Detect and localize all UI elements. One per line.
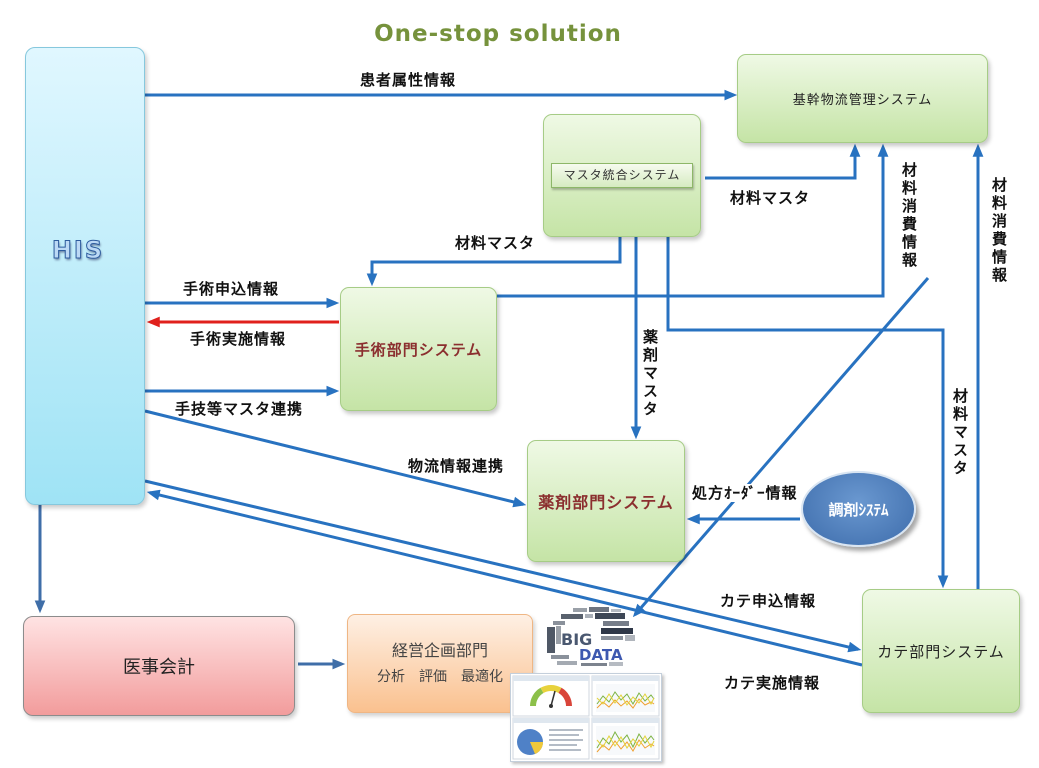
dashboard-thumbnail [510,673,662,762]
pie-slice-yellow [530,742,543,754]
edge-label-shohi-kate: 材料消費情報 [990,177,1008,285]
keiei-kikaku-subtitle: 分析 評価 最適化 [377,668,503,685]
yakuzai-label: 薬剤部門システム [538,493,674,512]
bigdata-word-big: BIG [561,630,592,649]
chouzai-node: 調剤ｼｽﾃﾑ [801,471,916,547]
kate-label: カテ部門システム [877,642,1005,661]
diagram-title: One-stop solution [374,21,622,47]
iji-kaikei-label: 医事会計 [123,657,195,678]
line-series-orange [596,698,655,709]
edge-label-butsuryu: 物流情報連携 [408,457,505,475]
master-tougou-label: マスタ統合システム [551,163,693,188]
arrow-his-to-kate [144,479,862,653]
edge-label-shujutsu-moushikomi: 手術申込情報 [183,280,280,298]
edge-label-zairyo-master-kate: 材料マスタ [951,388,969,478]
edge-label-kate-moushikomi: カテ申込情報 [720,592,817,610]
his-label: HIS [51,236,105,265]
his-node: HIS [25,47,145,505]
pie-panel [512,717,590,760]
edge-label-shohi-shujutsu: 材料消費情報 [900,162,918,270]
arrow-his-to-yakuzai [144,409,527,508]
kikan-butsuryu-label: 基幹物流管理システム [792,93,933,108]
edge-label-shohou: 処方ｵｰﾀﾞｰ情報 [690,484,800,502]
wordcloud-fragments [547,607,635,666]
gauge-green-segment [529,687,544,707]
arrow-master-to-kate [666,237,949,589]
edge-label-zairyo-master-shujutsu: 材料マスタ [455,234,536,252]
arrow-kate-to-his [146,489,863,667]
line-series-orange-2 [596,739,655,753]
iji-kaikei-node: 医事会計 [23,616,295,716]
line-series-yellow-2 [596,734,655,749]
arrow-master-to-kikan [705,143,861,180]
arrow-consumption-to-bigdata [632,277,930,618]
line-chart-panel-top [591,675,660,717]
edge-label-kate-jisshi: カテ実施情報 [724,674,821,692]
line-chart-panel-bottom [591,717,660,760]
edge-label-shugi-master: 手技等マスタ連携 [175,400,304,418]
line-series-green [596,691,655,706]
kikan-butsuryu-node: 基幹物流管理システム [737,54,988,143]
kate-node: カテ部門システム [862,589,1020,713]
arrow-master-to-shujutsu [366,237,622,287]
master-tougou-node: マスタ統合システム [543,114,701,237]
arrow-shujutsu-to-kikan [497,143,889,298]
edge-label-shujutsu-jisshi: 手術実施情報 [190,330,287,348]
shujutsu-node: 手術部門システム [340,287,497,411]
keiei-kikaku-title: 経営企画部門 [391,640,488,660]
chouzai-label: 調剤ｼｽﾃﾑ [828,500,889,519]
gauge-panel [512,675,590,717]
edge-label-zairyo-master-kikan: 材料マスタ [730,189,811,207]
bigdata-word-data: DATA [579,646,623,664]
bigdata-wordcloud: BIG DATA [543,603,637,668]
gauge-needle [550,690,556,707]
gauge-red-segment [558,687,573,707]
line-series-yellow [596,693,655,706]
gauge-yellow-segment [540,684,562,694]
keiei-kikaku-node: 経営企画部門 分析 評価 最適化 [347,614,533,713]
edge-label-kanja: 患者属性情報 [360,71,457,89]
yakuzai-node: 薬剤部門システム [527,440,685,562]
edge-label-yakuzai-master: 薬剤マスタ [641,329,659,419]
shujutsu-label: 手術部門システム [354,340,483,359]
